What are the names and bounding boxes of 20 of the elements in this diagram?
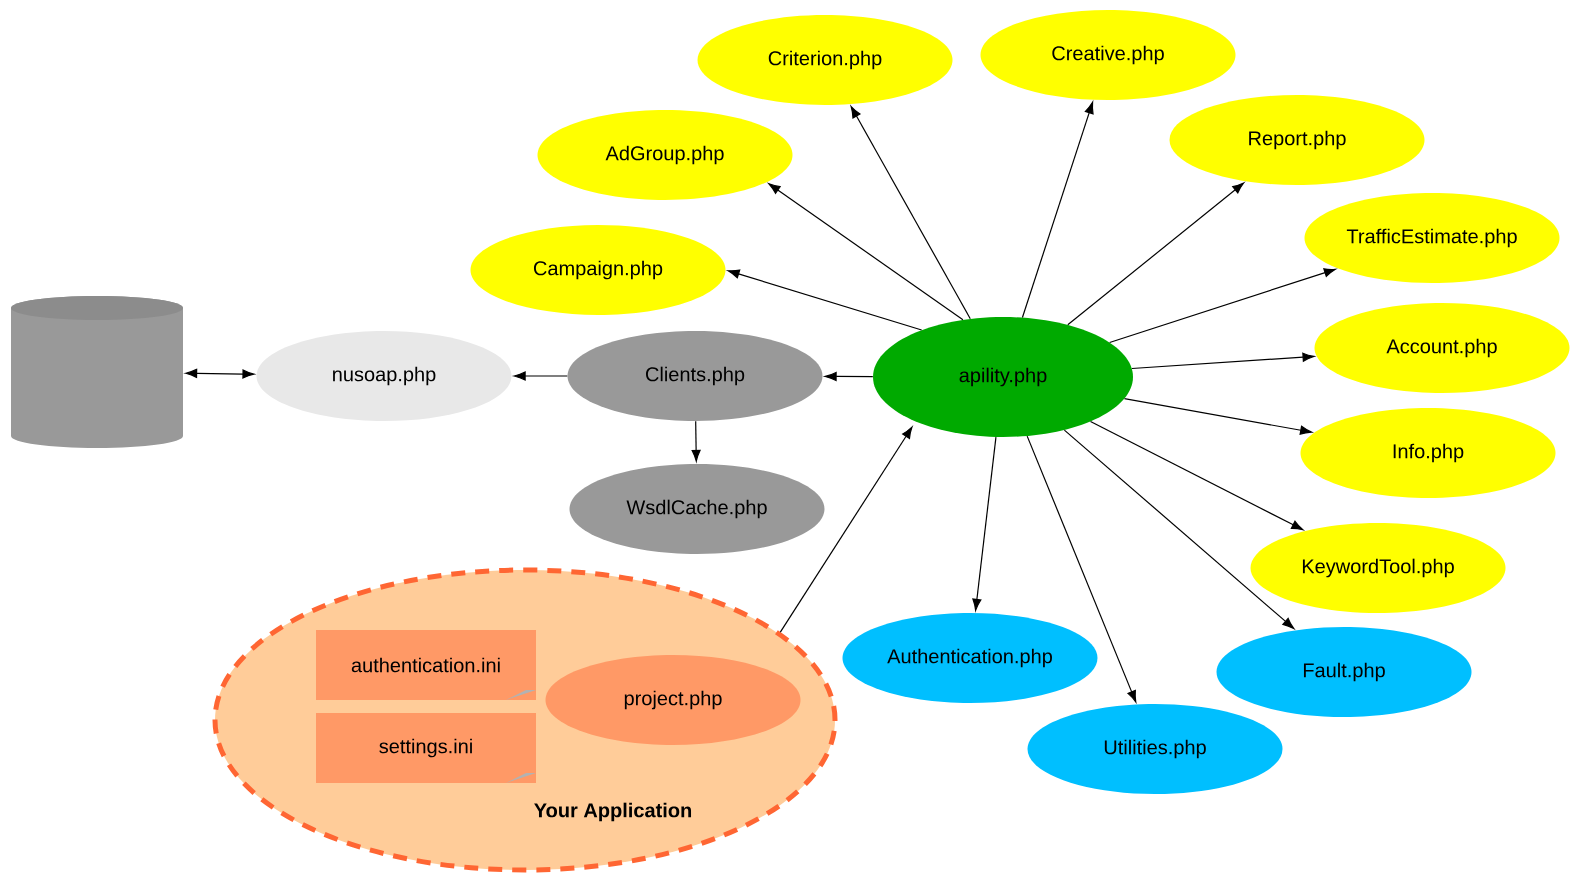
database-cylinder <box>11 296 183 448</box>
arrow <box>1063 429 1295 630</box>
arrow <box>1131 352 1315 370</box>
arrow <box>727 269 923 331</box>
arrow <box>850 106 971 320</box>
arrow <box>1109 268 1336 344</box>
file-note: authentication.ini <box>316 630 536 700</box>
arrow <box>779 426 913 633</box>
arrow <box>1123 398 1313 435</box>
arrow <box>768 183 964 321</box>
arrow <box>185 368 255 379</box>
arrow <box>1026 435 1137 703</box>
arrow <box>972 436 997 611</box>
arrow <box>1089 420 1304 531</box>
file-note: settings.ini <box>316 713 536 783</box>
arrow <box>691 420 701 462</box>
arrow <box>1067 182 1245 326</box>
arrow <box>1021 101 1094 319</box>
arrow <box>824 371 874 382</box>
arrow <box>513 371 568 381</box>
